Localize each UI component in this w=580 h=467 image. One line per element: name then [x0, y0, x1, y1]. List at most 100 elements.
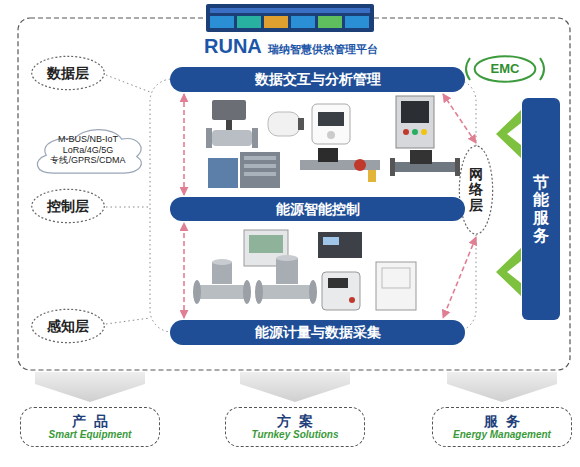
device-illustrations [403, 129, 409, 135]
network-layer-ellipse: 网络层 [459, 145, 493, 235]
energy-service-chevrons [496, 110, 521, 296]
offer-box: 服务Energy Management [432, 407, 572, 447]
device-illustrations [323, 237, 339, 245]
dotted-loop [150, 79, 476, 332]
ellipse-outline [475, 56, 536, 81]
node-label: 节能服务 [533, 174, 549, 244]
brand-name: RUNA [204, 34, 262, 58]
node-label: 服务 [475, 413, 528, 430]
device-illustrations [258, 285, 314, 299]
energy-service-chevrons [496, 110, 521, 158]
node-label: 产品 [63, 413, 116, 430]
function-bar: 数据交互与分析管理 [170, 67, 465, 92]
device-illustrations [249, 235, 283, 253]
device-illustrations [252, 128, 258, 148]
output-arrows [447, 372, 557, 402]
device-illustrations [244, 172, 276, 176]
device-illustrations [193, 280, 201, 304]
platform-screen [237, 16, 261, 28]
device-illustrations [244, 164, 276, 168]
device-illustrations [318, 232, 362, 258]
device-illustrations [390, 158, 395, 176]
device-illustrations [300, 160, 380, 170]
platform-name: 瑞纳智慧供热管理平台 [268, 43, 378, 56]
dotted-loop [106, 207, 150, 208]
node-subtitle: Turnkey Solutions [251, 429, 338, 441]
function-bar: 能源计量与数据采集 [170, 320, 465, 345]
device-illustrations [276, 255, 298, 261]
node-label: 网络层 [469, 167, 483, 213]
ellipse-outline [32, 309, 105, 342]
cloud-outline [37, 130, 141, 173]
node-subtitle: Smart Equipment [49, 429, 132, 441]
device-illustrations [255, 280, 263, 304]
platform-screen [264, 16, 288, 28]
node-label: 感知层 [47, 318, 89, 335]
device-illustrations [212, 130, 252, 146]
output-arrows [240, 372, 350, 402]
ellipse-outline [32, 189, 105, 222]
layer-ellipse: 数据层 [31, 56, 105, 90]
flow-arrow [183, 223, 185, 318]
platform-screen [210, 16, 234, 28]
device-illustrations [243, 280, 251, 304]
device-illustrations [322, 272, 360, 310]
emc-laurel [540, 58, 544, 80]
device-illustrations [208, 158, 238, 188]
device-illustrations [349, 297, 355, 303]
device-illustrations [276, 258, 298, 284]
network-cloud: M-BUS/NB-IoT LoRa/4G/5G 专线/GPRS/CDMA [30, 118, 146, 182]
platform-screen [210, 8, 370, 13]
node-label: 数据交互与分析管理 [255, 71, 381, 88]
emc-logo: EMC [474, 56, 536, 82]
node-label: M-BUS/NB-IoT LoRa/4G/5G 专线/GPRS/CDMA [50, 134, 125, 166]
flow-arrow [443, 237, 476, 318]
ellipse-outline [32, 56, 105, 89]
outer-frame [18, 18, 570, 370]
node-label: 控制层 [47, 198, 89, 215]
device-illustrations [212, 100, 246, 120]
device-illustrations [240, 152, 280, 188]
device-illustrations [327, 131, 335, 139]
node-label: 能源智能控制 [276, 201, 360, 218]
device-illustrations [298, 118, 304, 130]
device-illustrations [455, 158, 460, 176]
device-illustrations [244, 156, 276, 160]
platform-screen [345, 16, 369, 28]
output-arrows [35, 372, 145, 402]
device-illustrations [309, 280, 317, 304]
device-illustrations [354, 159, 366, 171]
energy-service-bar: 节能服务 [522, 98, 560, 320]
platform-screen [206, 4, 374, 32]
flow-arrow [443, 94, 476, 143]
node-subtitle: Energy Management [453, 429, 551, 441]
flow-arrow [183, 94, 185, 195]
output-arrows [35, 372, 557, 402]
device-illustrations [396, 96, 434, 148]
node-label: EMC [491, 61, 520, 77]
function-bar: 能源智能控制 [170, 197, 465, 221]
energy-service-chevrons [496, 248, 521, 296]
device-illustrations [376, 262, 416, 310]
device-illustrations [312, 104, 350, 144]
ellipse-outline [459, 146, 492, 234]
dotted-loop [106, 75, 150, 92]
dotted-loop [106, 75, 476, 332]
device-illustrations [328, 278, 348, 288]
layer-ellipse: 控制层 [31, 189, 105, 223]
layer-ellipse: 感知层 [31, 309, 105, 343]
platform-screen [291, 16, 315, 28]
offer-box: 产品Smart Equipment [20, 407, 160, 447]
device-illustrations [412, 129, 418, 135]
dotted-loop [106, 318, 150, 324]
outer-frame [18, 18, 570, 370]
device-illustrations [212, 262, 232, 284]
device-illustrations [410, 150, 432, 164]
device-illustrations [318, 112, 344, 126]
device-illustrations [206, 128, 212, 148]
device-illustrations [421, 129, 427, 135]
device-illustrations [401, 101, 429, 123]
device-illustrations [318, 148, 338, 162]
device-illustrations [196, 285, 248, 299]
